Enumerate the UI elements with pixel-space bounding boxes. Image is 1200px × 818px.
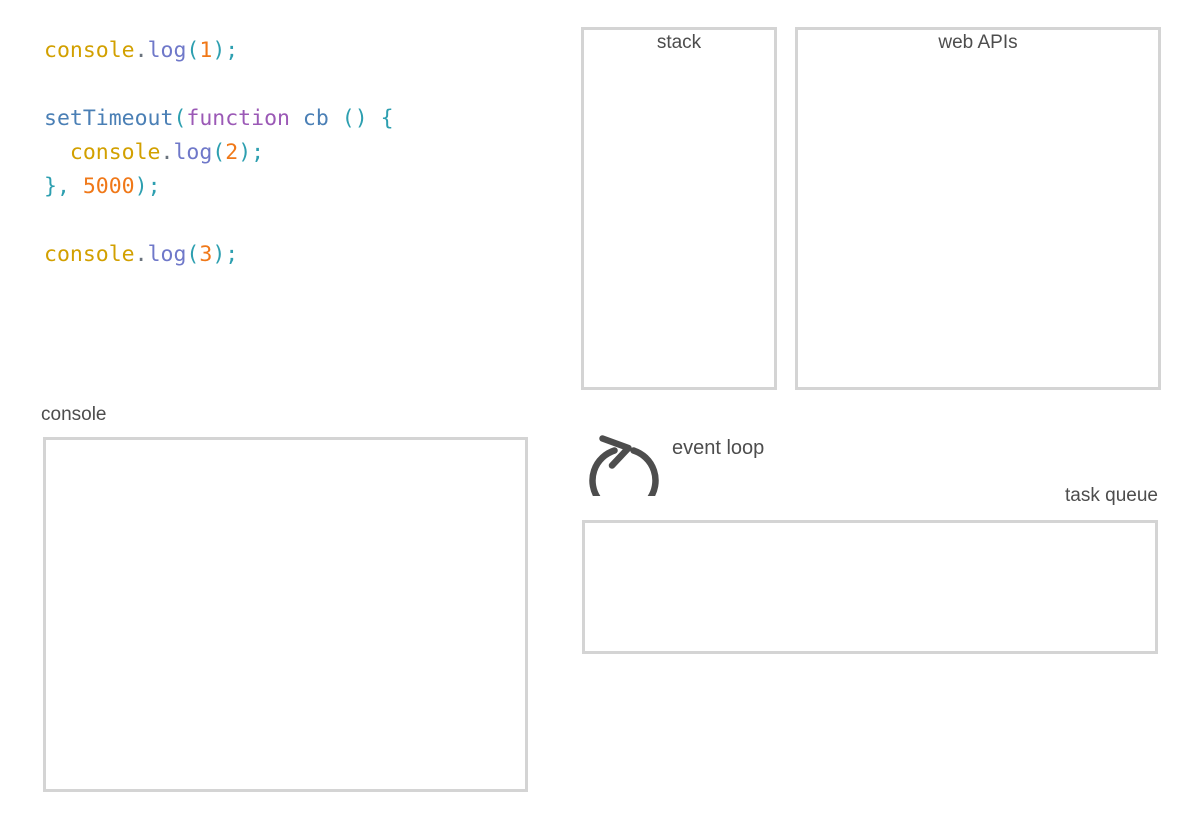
- code-token: {: [380, 106, 394, 131]
- code-line: console.log(2);: [44, 136, 544, 170]
- code-token: .: [160, 140, 174, 165]
- console-panel-label: console: [41, 404, 107, 425]
- code-token: setTimeout: [44, 106, 174, 131]
- code-token: console: [44, 242, 135, 267]
- stack-panel-label: stack: [656, 32, 702, 53]
- code-token: ;: [251, 140, 265, 165]
- code-token: [44, 140, 70, 165]
- code-token: log: [147, 38, 187, 63]
- code-token: ): [238, 140, 252, 165]
- web-apis-panel: [795, 27, 1161, 390]
- code-token: log: [173, 140, 213, 165]
- code-token: ;: [225, 242, 239, 267]
- code-token: }: [44, 174, 57, 199]
- code-token: [368, 106, 381, 131]
- code-line: console.log(3);: [44, 238, 544, 272]
- web-apis-panel-label: web APIs: [938, 32, 1018, 53]
- console-panel: [43, 437, 528, 792]
- code-token: console: [44, 38, 135, 63]
- code-line: [44, 68, 544, 102]
- code-token: 5000: [82, 174, 135, 199]
- code-token: console: [69, 140, 161, 165]
- code-token: (: [212, 140, 226, 165]
- code-token: log: [147, 242, 187, 267]
- task-queue-panel: [582, 520, 1158, 654]
- code-token: ,: [56, 174, 83, 199]
- code-token: 1: [199, 38, 213, 63]
- code-token: [290, 106, 303, 131]
- event-loop-group: event loop: [580, 404, 880, 516]
- code-token: ): [134, 174, 148, 199]
- code-token: ;: [147, 174, 161, 199]
- code-line: console.log(1);: [44, 34, 544, 68]
- code-line: [44, 204, 544, 238]
- code-token: ;: [225, 38, 239, 63]
- code-token: cb: [302, 106, 329, 131]
- code-line: setTimeout(function cb () {: [44, 102, 544, 136]
- code-token: (: [186, 38, 200, 63]
- code-token: (): [341, 106, 368, 131]
- code-token: .: [134, 38, 148, 63]
- code-token: (: [186, 242, 200, 267]
- code-token: (: [173, 106, 187, 131]
- code-token: [329, 106, 342, 131]
- code-token: ): [212, 38, 226, 63]
- code-line: }, 5000);: [44, 170, 544, 204]
- code-token: function: [186, 106, 290, 131]
- code-token: 2: [225, 140, 239, 165]
- circular-arrow-icon: [580, 404, 668, 516]
- code-token: .: [134, 242, 148, 267]
- event-loop-label: event loop: [672, 437, 765, 459]
- stack-panel: [581, 27, 777, 390]
- code-token: ): [212, 242, 226, 267]
- code-token: 3: [199, 242, 213, 267]
- task-queue-panel-label: task queue: [1065, 485, 1158, 506]
- code-editor-panel: console.log(1); setTimeout(function cb (…: [44, 34, 544, 272]
